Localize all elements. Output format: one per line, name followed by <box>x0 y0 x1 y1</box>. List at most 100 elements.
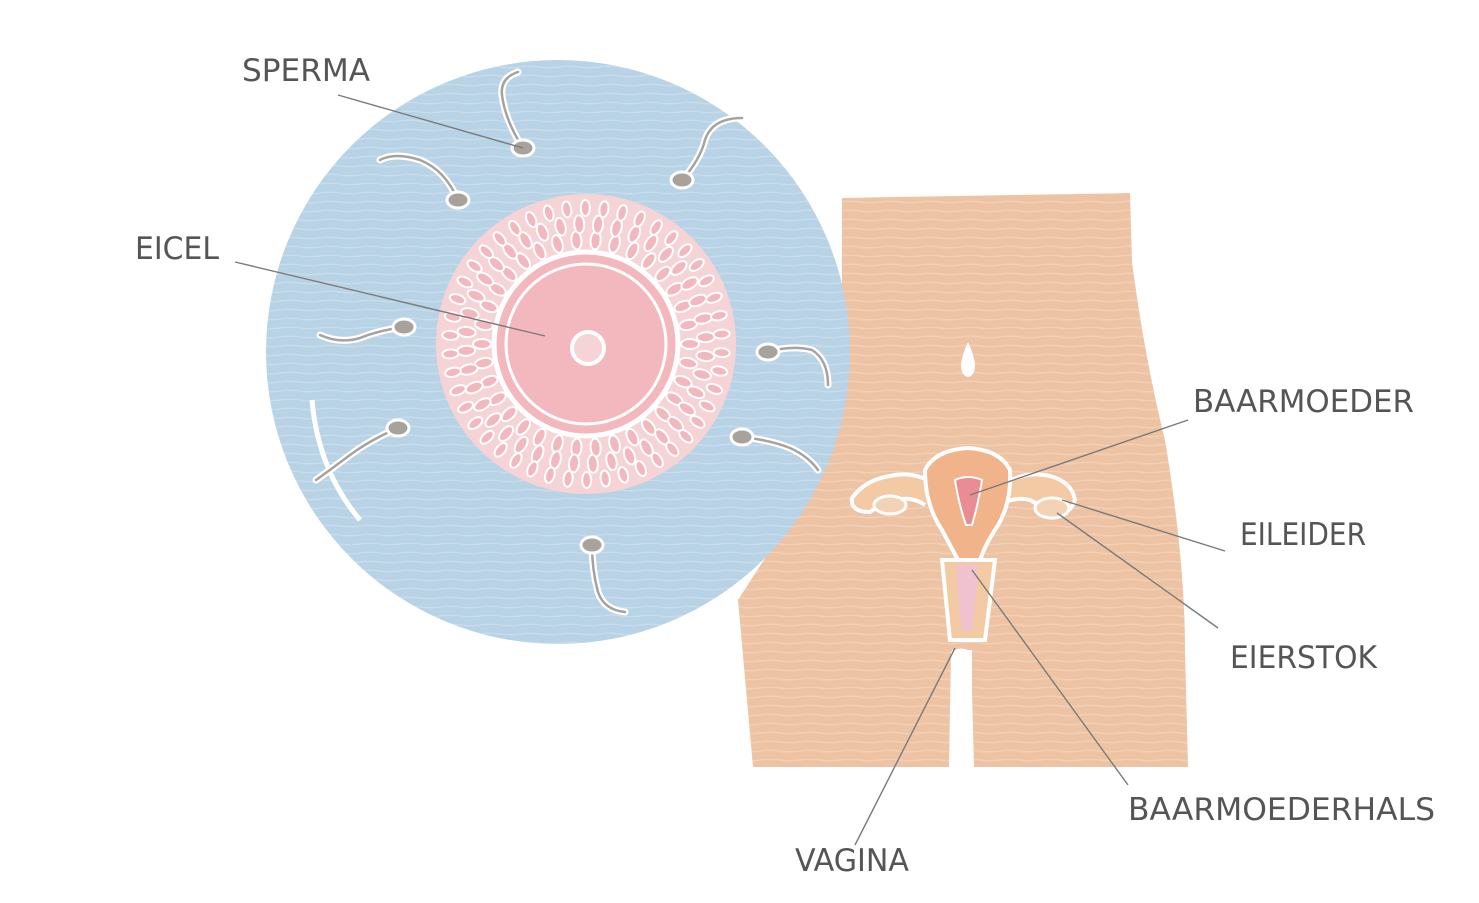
corona-cell <box>689 415 706 429</box>
corona-cell <box>608 434 621 454</box>
sperm-tail <box>590 543 627 614</box>
corona-cell <box>535 222 550 242</box>
corona-cell <box>657 245 674 263</box>
label-eileider: EILEIDER <box>1240 517 1366 553</box>
navel-icon <box>961 342 975 377</box>
corona-cell <box>586 453 599 474</box>
corona-cell <box>561 200 573 219</box>
corona-cell <box>457 400 474 414</box>
leader-eicel <box>234 261 546 337</box>
corona-cell <box>705 291 723 304</box>
corona-cell <box>554 216 567 237</box>
corona-cell <box>698 399 716 413</box>
sperm-tail <box>680 116 744 182</box>
corona-cell <box>599 469 611 488</box>
corona-cell <box>513 435 529 454</box>
leader-eileider <box>1061 499 1226 552</box>
sperm-tail <box>318 325 406 342</box>
corona-cell <box>678 428 694 444</box>
corona-cell <box>686 385 706 400</box>
corona-cell <box>466 259 483 273</box>
label-baarmoeder: BAARMOEDER <box>1193 384 1414 420</box>
sperm-icon <box>385 418 411 438</box>
corona-cell <box>484 412 502 428</box>
leader-eierstok <box>1056 512 1219 629</box>
corona-cell <box>472 338 492 350</box>
corona-cell <box>712 347 731 359</box>
corona-cell <box>532 241 547 261</box>
corona-cell <box>498 425 515 443</box>
sperm-tail <box>378 154 460 202</box>
corona-cell <box>448 293 467 306</box>
corona-cell <box>605 451 618 472</box>
corona-cell <box>473 397 492 412</box>
corona-cell <box>456 344 477 357</box>
corona-cell <box>562 469 574 488</box>
corona-cell <box>692 368 712 381</box>
corona-cell <box>479 429 495 445</box>
corona-cell <box>673 374 693 389</box>
label-vagina: VAGINA <box>795 843 909 879</box>
corona-cell <box>573 214 586 235</box>
label-eierstok: EIERSTOK <box>1230 640 1378 676</box>
corona-cell <box>695 331 716 344</box>
corona-cell <box>640 252 657 270</box>
corona-cell <box>680 276 699 291</box>
sperm-icon <box>445 190 471 210</box>
corona-cell <box>515 418 532 436</box>
corona-cell <box>524 210 538 229</box>
corona-cell <box>643 234 659 253</box>
corona-cell <box>544 466 556 484</box>
sperm-tail <box>500 70 525 150</box>
corona-cell <box>710 309 728 322</box>
corona-cell <box>466 288 486 303</box>
label-sperma: SPERMA <box>242 53 370 89</box>
corona-cell <box>617 466 630 484</box>
corona-cell <box>493 442 508 458</box>
sperm-tail <box>766 346 830 387</box>
corona-cell <box>698 274 715 288</box>
corona-cell <box>509 452 523 469</box>
corona-cell <box>456 325 477 339</box>
corona-cell <box>678 356 699 370</box>
label-baarmoederhals: BAARMOEDERHALS <box>1128 792 1435 828</box>
sperm-icon <box>579 535 605 555</box>
leader-sperma <box>337 94 524 149</box>
sperm-icon <box>729 427 755 447</box>
corona-cell <box>500 405 518 423</box>
sperm-icon <box>669 170 695 190</box>
corona-cell <box>695 349 716 363</box>
corona-cell <box>649 219 663 236</box>
leader-baarmoeder <box>969 419 1189 496</box>
corona-cell <box>581 471 593 489</box>
sperm-tail <box>314 426 400 482</box>
sperm-tail <box>740 435 820 472</box>
corona-cell <box>492 231 507 247</box>
corona-cell <box>625 241 640 261</box>
corona-cell <box>665 441 680 457</box>
corona-cell <box>542 204 555 222</box>
leader-baarmoederhals <box>971 569 1129 786</box>
corona-cell <box>705 382 724 395</box>
corona-cell <box>579 199 591 217</box>
corona-cell <box>526 460 539 478</box>
corona-cell <box>634 459 648 478</box>
corona-cell <box>680 338 700 350</box>
corona-cell <box>677 243 693 259</box>
corona-cell <box>625 427 640 447</box>
corona-cell <box>515 252 532 270</box>
corona-cell <box>688 258 705 272</box>
corona-cell <box>633 210 646 228</box>
corona-cell <box>478 244 494 260</box>
egg-cell-icon <box>436 194 736 494</box>
corona-cell <box>664 230 679 246</box>
corona-cell <box>622 446 637 466</box>
leader-vagina <box>854 647 956 846</box>
corona-cell <box>456 275 474 289</box>
uterus-icon <box>849 445 1077 642</box>
corona-cell <box>567 453 581 474</box>
corona-cell <box>640 418 657 436</box>
corona-cell <box>712 328 731 340</box>
sperm-icon <box>755 342 781 362</box>
corona-cell <box>616 204 628 222</box>
